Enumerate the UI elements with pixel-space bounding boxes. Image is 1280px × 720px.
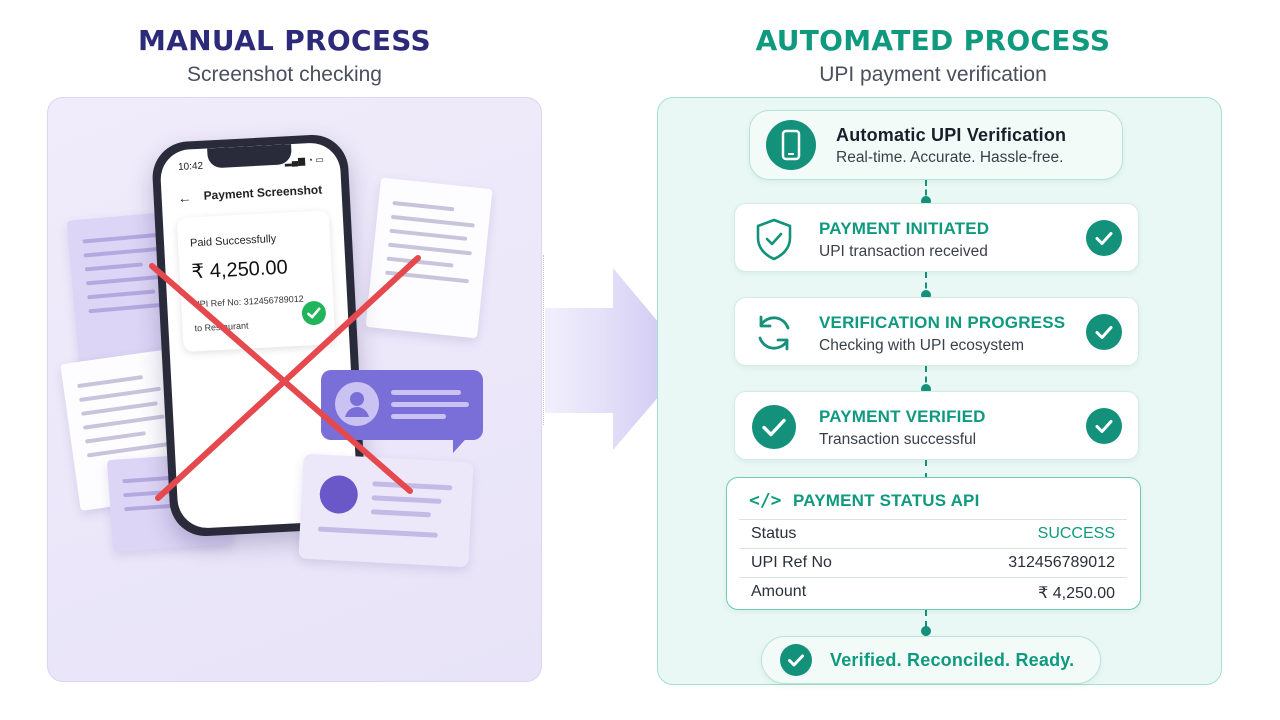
shield-check-icon bbox=[749, 214, 799, 264]
api-row-value: SUCCESS bbox=[1037, 525, 1115, 542]
user-avatar-icon bbox=[335, 382, 379, 426]
green-check-icon bbox=[301, 300, 327, 326]
section-divider bbox=[543, 255, 544, 425]
flow-connector bbox=[925, 180, 927, 205]
api-row-key: UPI Ref No bbox=[751, 554, 832, 571]
payment-receipt-card: Paid Successfully ₹ 4,250.00 UPI Ref No:… bbox=[176, 210, 336, 352]
user-avatar-icon bbox=[318, 474, 359, 515]
check-badge-icon bbox=[780, 644, 812, 676]
paid-amount: ₹ 4,250.00 bbox=[191, 256, 289, 284]
check-circle-icon bbox=[749, 402, 799, 452]
step-subtitle: Transaction successful bbox=[819, 431, 977, 448]
payment-status-api-card: </> PAYMENT STATUS API Status SUCCESS UP… bbox=[726, 477, 1141, 610]
api-row-value: 312456789012 bbox=[1008, 554, 1115, 571]
api-row-key: Status bbox=[751, 525, 797, 542]
step-verification-in-progress: VERIFICATION IN PROGRESS Checking with U… bbox=[734, 297, 1139, 366]
automated-process-subtitle: UPI payment verification bbox=[819, 63, 1047, 86]
flow-connector bbox=[925, 366, 927, 393]
manual-process-panel: 10:42 ▂▄▆ ◔ ▭ ← Payment Screenshot Paid … bbox=[47, 97, 542, 682]
check-badge-icon bbox=[1086, 314, 1122, 350]
id-card-icon bbox=[298, 453, 474, 568]
api-card-title: PAYMENT STATUS API bbox=[793, 491, 980, 510]
mobile-phone-icon bbox=[766, 120, 816, 170]
manual-process-subtitle: Screenshot checking bbox=[187, 63, 382, 86]
flow-connector bbox=[925, 460, 927, 479]
connector-dot bbox=[921, 196, 931, 206]
refresh-icon bbox=[749, 308, 799, 358]
phone-time: 10:42 bbox=[177, 160, 204, 173]
automated-heading-block: AUTOMATED PROCESS UPI payment verificati… bbox=[657, 24, 1209, 87]
api-row-status: Status SUCCESS bbox=[739, 519, 1127, 548]
connector-dot bbox=[921, 290, 931, 300]
payee-label: to Restaurant bbox=[194, 320, 249, 334]
verification-card-subtitle: Real-time. Accurate. Hassle-free. bbox=[836, 149, 1064, 166]
chat-message-icon bbox=[321, 370, 483, 440]
step-subtitle: Checking with UPI ecosystem bbox=[819, 337, 1025, 354]
flow-connector bbox=[925, 610, 927, 638]
api-row-upi-ref: UPI Ref No 312456789012 bbox=[739, 548, 1127, 577]
step-title: PAYMENT VERIFIED bbox=[819, 407, 986, 426]
api-row-amount: Amount ₹ 4,250.00 bbox=[739, 577, 1127, 606]
manual-heading-block: MANUAL PROCESS Screenshot checking bbox=[47, 24, 522, 87]
signal-wifi-battery-icon: ▂▄▆ ◔ ▭ bbox=[284, 154, 325, 167]
step-payment-verified: PAYMENT VERIFIED Transaction successful bbox=[734, 391, 1139, 460]
phone-notch bbox=[207, 144, 293, 169]
paid-label: Paid Successfully bbox=[189, 232, 277, 250]
phone-screen-title: Payment Screenshot bbox=[203, 182, 323, 203]
check-badge-icon bbox=[1086, 408, 1122, 444]
verified-status-pill: Verified. Reconciled. Ready. bbox=[761, 636, 1101, 684]
connector-dot bbox=[921, 626, 931, 636]
verified-status-text: Verified. Reconciled. Ready. bbox=[830, 650, 1075, 670]
api-row-value: ₹ 4,250.00 bbox=[1038, 585, 1115, 602]
step-payment-initiated: PAYMENT INITIATED UPI transaction receiv… bbox=[734, 203, 1139, 272]
flow-connector bbox=[925, 272, 927, 299]
code-icon: </> bbox=[749, 490, 782, 511]
connector-dot bbox=[921, 384, 931, 394]
upi-ref-label: UPI Ref No: 312456789012 bbox=[193, 293, 304, 310]
automated-process-title: AUTOMATED PROCESS bbox=[755, 24, 1111, 57]
step-title: PAYMENT INITIATED bbox=[819, 219, 990, 238]
api-row-key: Amount bbox=[751, 583, 807, 600]
step-subtitle: UPI transaction received bbox=[819, 243, 988, 260]
flow-arrow-icon bbox=[545, 268, 690, 450]
verification-card-title: Automatic UPI Verification bbox=[836, 125, 1067, 145]
manual-process-title: MANUAL PROCESS bbox=[138, 24, 431, 57]
back-arrow-icon: ← bbox=[177, 189, 193, 207]
step-title: VERIFICATION IN PROGRESS bbox=[819, 313, 1066, 332]
document-paper-icon bbox=[365, 177, 493, 339]
chat-bubble-tail bbox=[453, 431, 473, 453]
check-badge-icon bbox=[1086, 220, 1122, 256]
automatic-verification-card: Automatic UPI Verification Real-time. Ac… bbox=[749, 110, 1123, 180]
